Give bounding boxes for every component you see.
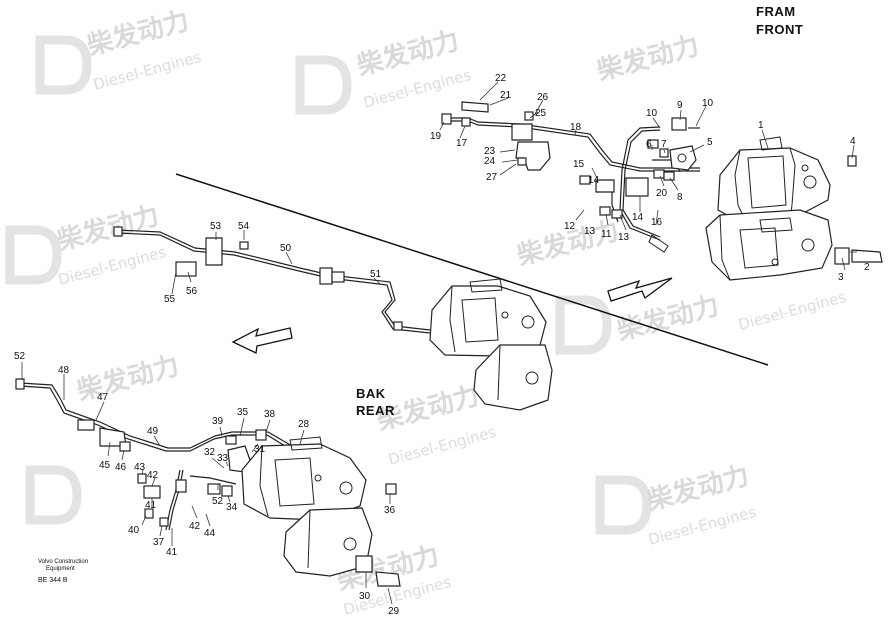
callout-label: 47: [97, 392, 109, 403]
callout-label: 50: [280, 243, 292, 254]
callout-label: 28: [298, 419, 310, 430]
callout-label: 29: [388, 606, 400, 617]
callout-label: 14: [632, 212, 644, 223]
rear-long-brake-pipe: [113, 226, 431, 334]
callout-label: 39: [212, 416, 224, 427]
callout-leaders: [21, 81, 857, 605]
callout-label: 15: [573, 159, 585, 170]
callout-label: 6: [646, 139, 652, 150]
front-brackets-fittings: [441, 101, 883, 265]
callout-label: 1: [758, 120, 764, 131]
callout-label: 13: [584, 226, 596, 237]
arrow-front-icon: [607, 277, 673, 302]
footer-drawing-code: BE 344 B: [38, 577, 68, 584]
callout-label: 51: [370, 269, 382, 280]
watermark-logo-icon: [5, 35, 652, 535]
callout-label: 19: [430, 131, 442, 142]
callout-label: 55: [164, 294, 176, 305]
callout-label: 22: [495, 73, 507, 84]
callout-label: 40: [128, 525, 140, 536]
watermark-title: 柴发动力: [613, 290, 722, 347]
callout-label: 10: [646, 108, 658, 119]
callout-label: 7: [661, 139, 667, 150]
callout-label: 12: [564, 221, 576, 232]
callout-label: 20: [656, 188, 668, 199]
callout-label: 48: [58, 365, 70, 376]
front-brake-caliper-assembly: [705, 136, 833, 281]
watermark-subtitle: Diesel-Engines: [736, 288, 848, 334]
callout-label: 8: [677, 192, 683, 203]
callout-label: 33: [217, 453, 229, 464]
callout-label: 52: [212, 496, 224, 507]
callout-numbers: 1 4 2 3 5 10 10 9 6 7 8 20 18 15 16 14 1…: [14, 73, 870, 617]
front-heading-english: FRONT: [756, 22, 803, 37]
callout-label: 16: [651, 217, 663, 228]
rear-lower-brake-pipes: [15, 378, 397, 531]
section-divider: [175, 173, 769, 366]
callout-label: 26: [537, 92, 549, 103]
callout-label: 3: [838, 272, 844, 283]
callout-label: 44: [204, 528, 216, 539]
callout-label: 13: [618, 232, 630, 243]
callout-label: 32: [204, 447, 216, 458]
callout-label: 10: [702, 98, 714, 109]
callout-label: 49: [147, 426, 159, 437]
callout-label: 17: [456, 138, 468, 149]
callout-label: 43: [134, 462, 146, 473]
callout-label: 24: [484, 156, 496, 167]
callout-label: 37: [153, 537, 165, 548]
callout-label: 56: [186, 286, 198, 297]
callout-label: 36: [384, 505, 396, 516]
callout-label: 54: [238, 221, 250, 232]
callout-label: 2: [864, 262, 870, 273]
rear-upper-brake-caliper: [429, 278, 553, 411]
callout-label: 31: [254, 444, 266, 455]
callout-label: 27: [486, 172, 498, 183]
callout-label: 35: [237, 407, 249, 418]
callout-label: 34: [226, 502, 238, 513]
rear-lower-brake-caliper: [241, 436, 401, 587]
callout-label: 52: [14, 351, 26, 362]
callout-label: 42: [189, 521, 201, 532]
watermark-title: 柴发动力: [593, 30, 702, 87]
arrow-rear-icon: [231, 327, 293, 354]
rear-heading-swedish: BAK: [356, 386, 386, 401]
callout-label: 46: [115, 462, 127, 473]
callout-label: 11: [601, 229, 612, 240]
callout-label: 42: [147, 470, 159, 481]
callout-label: 23: [484, 146, 496, 157]
callout-label: 41: [145, 500, 157, 511]
callout-label: 25: [535, 108, 547, 119]
watermark-title: 柴发动力: [73, 350, 182, 407]
callout-label: 41: [166, 547, 178, 558]
rear-heading-english: REAR: [356, 403, 395, 418]
callout-label: 30: [359, 591, 371, 602]
callout-label: 45: [99, 460, 111, 471]
callout-label: 21: [500, 90, 512, 101]
callout-label: 18: [570, 122, 582, 133]
footer-maker-line1: Volvo Construction: [38, 559, 88, 565]
callout-label: 53: [210, 221, 222, 232]
callout-label: 5: [707, 137, 713, 148]
callout-label: 4: [850, 136, 856, 147]
footer-maker-line2: Equipment: [46, 566, 75, 572]
front-heading-swedish: FRAM: [756, 4, 796, 19]
callout-label: 38: [264, 409, 276, 420]
callout-label: 14: [588, 175, 600, 186]
callout-label: 9: [677, 100, 683, 111]
